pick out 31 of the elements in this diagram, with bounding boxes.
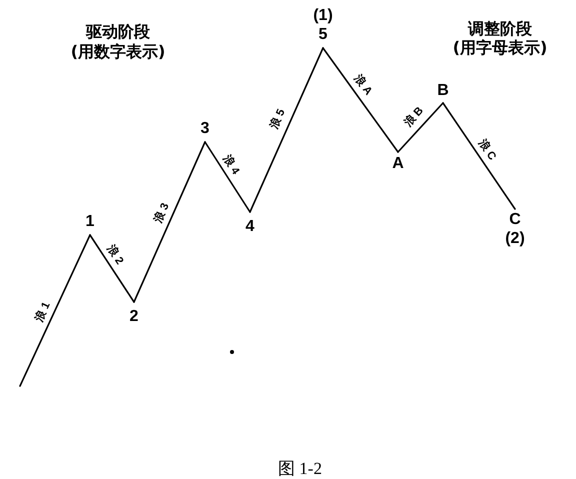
point-label: 2 [130,302,138,325]
wave-line [204,141,251,213]
degree-label: (2) [505,231,525,247]
wave-line [89,234,135,303]
edge-label: 浪 A [352,72,375,98]
edge-label: 浪 B [402,104,426,130]
degree-label: (1) [313,8,333,24]
edge-label: 浪 C [476,138,498,163]
phase-subtitle: (用字母表示) [452,39,548,57]
wave-line [442,102,516,210]
point-label: B [437,83,449,103]
point-label: A [392,152,404,172]
point-label: 3 [200,121,210,142]
wave-line [133,141,206,303]
edge-label: 浪 1 [33,300,53,324]
point-label: C [509,212,521,228]
phase-title: 驱动阶段 [86,23,150,41]
wave-line [322,47,399,153]
point-label: 1 [86,214,94,235]
edge-label: 浪 3 [152,201,172,225]
wave-line [19,234,91,387]
figure-caption: 图 1-2 [278,459,322,479]
wave-line [397,102,444,153]
edge-label: 浪 2 [104,243,126,267]
phase-subtitle: (用数字表示) [70,43,166,61]
edge-label: 浪 5 [268,106,288,130]
edge-label: 浪 4 [220,153,242,177]
point-label: 4 [246,212,254,235]
phase-title: 调整阶段 [468,20,532,38]
point-label: 5 [318,27,328,43]
wave-line [249,47,324,213]
